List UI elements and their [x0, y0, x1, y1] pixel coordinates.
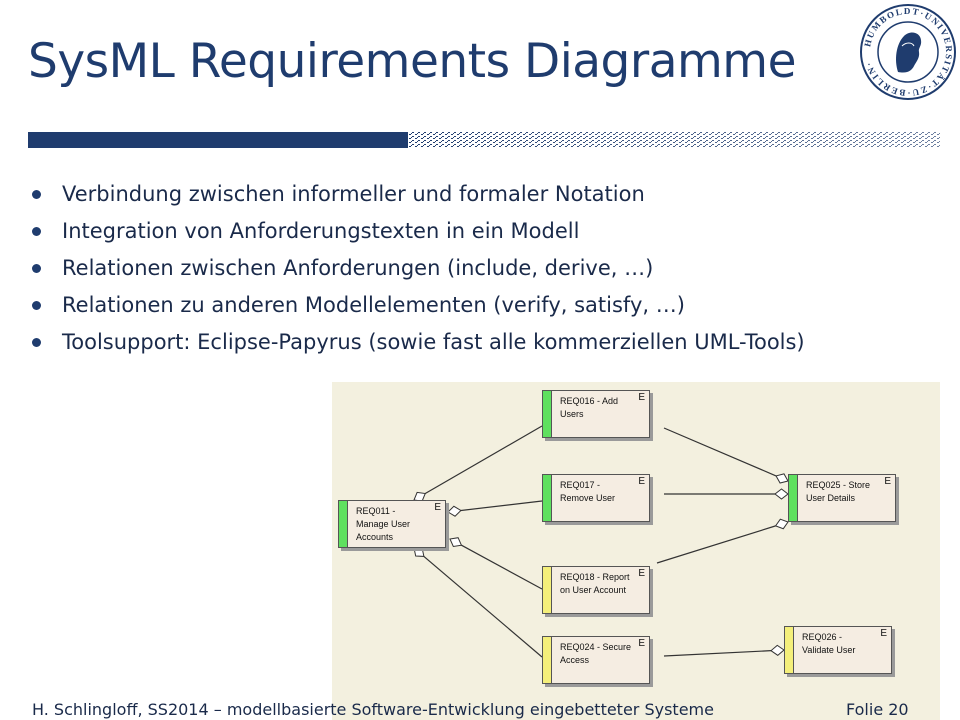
requirement-label: REQ011 - Manage User Accounts — [356, 506, 411, 542]
requirement-node-req026[interactable]: REQ026 - Validate User E — [784, 626, 892, 674]
requirement-label: REQ016 - Add Users — [560, 396, 619, 419]
stereotype-tag: E — [884, 476, 891, 487]
stereotype-tag: E — [880, 628, 887, 639]
requirement-label: REQ018 - Report on User Account — [560, 572, 630, 595]
aggregation-diamond-icon — [774, 488, 789, 500]
aggregation-diamond-icon — [770, 644, 785, 656]
requirement-label: REQ024 - Secure Access — [560, 642, 632, 665]
slide-footer: H. Schlingloff, SS2014 – modellbasierte … — [32, 700, 714, 719]
connector-line — [460, 500, 543, 512]
stereotype-tag: E — [638, 476, 645, 487]
requirement-node-req025[interactable]: REQ025 - Store User Details E — [788, 474, 896, 522]
title-divider — [28, 132, 940, 148]
bullet-item: Toolsupport: Eclipse-Papyrus (sowie fast… — [32, 324, 805, 361]
requirement-node-req016[interactable]: REQ016 - Add Users E — [542, 390, 650, 438]
status-bar — [542, 636, 552, 684]
requirement-label: REQ025 - Store User Details — [806, 480, 871, 503]
bullet-dot-icon — [32, 190, 41, 199]
connector-line — [424, 425, 543, 495]
aggregation-diamond-icon — [775, 473, 789, 484]
stereotype-tag: E — [638, 392, 645, 403]
connector-line — [423, 555, 543, 658]
requirement-label: REQ017 - Remove User — [560, 480, 616, 503]
diagram-connectors — [413, 425, 789, 658]
bullet-list: Verbindung zwischen informeller und form… — [32, 176, 805, 361]
status-bar — [542, 390, 552, 438]
slide-title: SysML Requirements Diagramme — [28, 34, 797, 89]
aggregation-diamond-icon — [449, 537, 463, 548]
bullet-dot-icon — [32, 227, 41, 236]
stereotype-tag: E — [434, 502, 441, 513]
bullet-dot-icon — [32, 264, 41, 273]
stereotype-tag: E — [638, 568, 645, 579]
requirement-node-req017[interactable]: REQ017 - Remove User E — [542, 474, 650, 522]
status-bar — [338, 500, 348, 548]
status-bar — [788, 474, 798, 522]
connector-line — [663, 650, 772, 657]
requirement-node-req024[interactable]: REQ024 - Secure Access E — [542, 636, 650, 684]
bullet-dot-icon — [32, 338, 41, 347]
slide-number: Folie 20 — [846, 700, 909, 719]
university-seal-logo: HUMBOLDT·UNIVERSITÄT·ZU·BERLIN· — [860, 4, 956, 100]
bullet-item: Verbindung zwischen informeller und form… — [32, 176, 805, 213]
status-bar — [542, 474, 552, 522]
bullet-item: Relationen zwischen Anforderungen (inclu… — [32, 250, 805, 287]
connector-line — [656, 525, 776, 564]
stereotype-tag: E — [638, 638, 645, 649]
aggregation-diamond-icon — [413, 547, 425, 557]
bullet-dot-icon — [32, 301, 41, 310]
status-bar — [784, 626, 794, 674]
bullet-item: Integration von Anforderungstexten in ei… — [32, 213, 805, 250]
bullet-item: Relationen zu anderen Modellelementen (v… — [32, 287, 805, 324]
status-bar — [542, 566, 552, 614]
aggregation-diamond-icon — [774, 518, 789, 530]
connector-line — [461, 544, 543, 590]
requirement-label: REQ026 - Validate User — [802, 632, 856, 655]
connector-line — [663, 427, 777, 477]
requirement-node-req018[interactable]: REQ018 - Report on User Account E — [542, 566, 650, 614]
requirement-node-req011[interactable]: REQ011 - Manage User Accounts E — [338, 500, 446, 548]
aggregation-diamond-icon — [447, 505, 462, 517]
